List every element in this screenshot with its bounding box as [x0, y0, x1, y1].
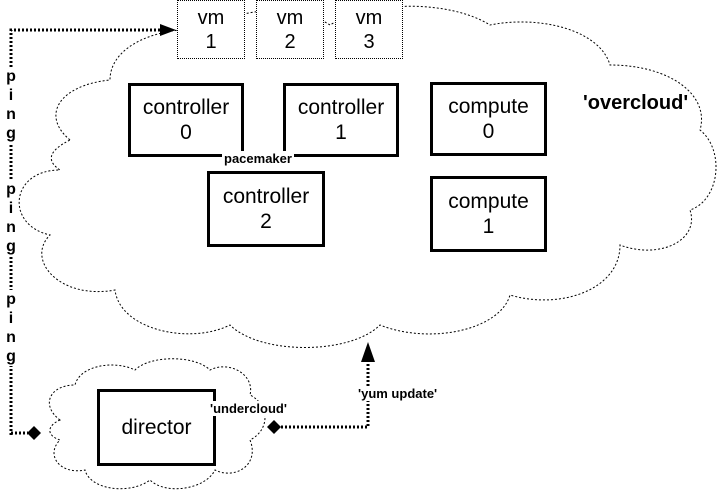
vm-1-number: 1	[205, 30, 217, 53]
controller-0-node: controller 0	[128, 83, 244, 157]
yum-update-line	[281, 362, 370, 429]
ping-label-3: p i n g	[4, 290, 18, 366]
ping-label-2: p i n g	[4, 180, 18, 256]
ping-2-letter-p: p	[6, 181, 16, 198]
vm-1-name: vm	[197, 6, 225, 29]
vm-2-name: vm	[276, 6, 304, 29]
yum-update-label: 'yum update'	[358, 386, 438, 401]
vm-3-box: vm 3	[335, 0, 403, 59]
vm-3-number: 3	[363, 30, 375, 53]
ping-1-letter-i: i	[8, 87, 14, 104]
controller-2-name: controller	[222, 185, 310, 208]
yum-arrowhead	[361, 342, 375, 362]
ping-1-letter-n: n	[6, 106, 16, 123]
controller-0-number: 0	[180, 121, 192, 144]
controller-1-node: controller 1	[283, 83, 399, 157]
controller-2-node: controller 2	[207, 171, 325, 247]
ping-1-letter-g: g	[6, 125, 16, 142]
controller-1-number: 1	[335, 121, 347, 144]
vm-1-box: vm 1	[177, 0, 245, 59]
ping-2-letter-n: n	[6, 219, 16, 236]
director-node: director	[97, 389, 216, 466]
ping-3-letter-p: p	[6, 291, 16, 308]
ping-diamond-marker	[27, 426, 41, 440]
vm-2-box: vm 2	[256, 0, 324, 59]
director-name: director	[121, 416, 192, 439]
compute-0-number: 0	[482, 120, 495, 143]
ping-1-letter-p: p	[6, 68, 16, 85]
ping-3-letter-n: n	[6, 329, 16, 346]
yum-diamond-marker	[267, 420, 281, 434]
compute-1-node: compute 1	[430, 176, 547, 252]
controller-0-name: controller	[142, 96, 230, 119]
vm-2-number: 2	[284, 30, 296, 53]
ping-2-letter-g: g	[6, 238, 16, 255]
pacemaker-label: pacemaker	[222, 151, 294, 166]
ping-3-letter-g: g	[6, 348, 16, 365]
compute-0-name: compute	[448, 95, 529, 118]
controller-1-name: controller	[297, 96, 385, 119]
overcloud-label: 'overcloud'	[583, 92, 689, 115]
ping-3-letter-i: i	[8, 310, 14, 327]
compute-0-node: compute 0	[430, 82, 547, 156]
compute-1-number: 1	[482, 215, 495, 238]
undercloud-label: 'undercloud'	[210, 401, 287, 416]
ping-line	[9, 28, 162, 435]
ping-2-letter-i: i	[8, 200, 14, 217]
compute-1-name: compute	[448, 190, 529, 213]
controller-2-number: 2	[260, 210, 272, 233]
ping-label-1: p i n g	[4, 67, 18, 143]
vm-3-name: vm	[355, 6, 383, 29]
ping-arrowhead	[160, 24, 176, 36]
